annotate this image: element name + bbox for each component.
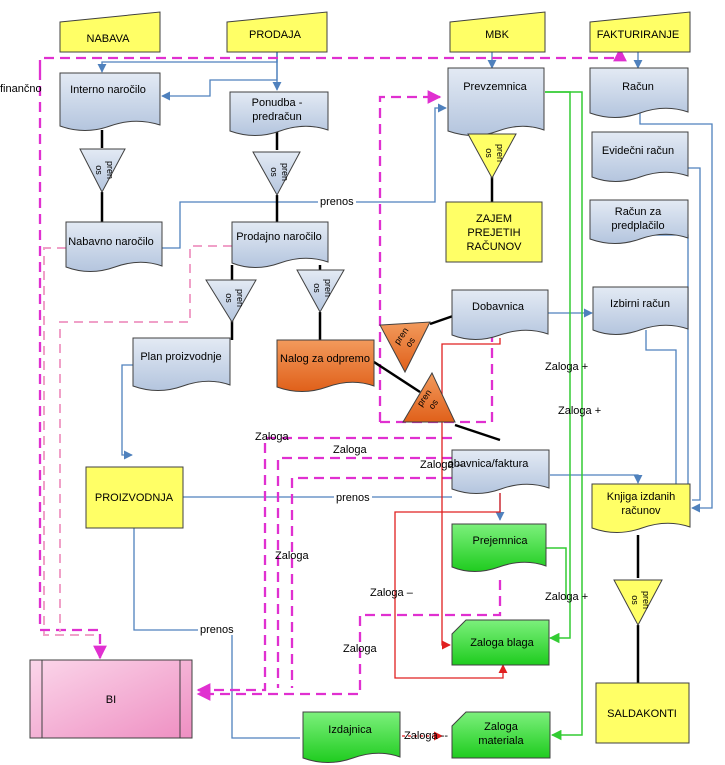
doc-interno-narocilo: Interno naročilo [59,72,161,131]
svg-text:Zaloga blaga: Zaloga blaga [470,637,534,649]
header-mbk: MBK [449,11,546,53]
header-fakturiranje: FAKTURIRANJE [589,11,691,53]
svg-text:FAKTURIRANJE: FAKTURIRANJE [597,29,680,41]
svg-text:Zaloga: Zaloga [484,721,519,733]
svg-text:os: os [224,293,234,303]
svg-text:Prevzemnica: Prevzemnica [463,81,527,93]
label-zaloga-minus-2: Zaloga – [370,587,414,599]
svg-text:pren: pren [641,591,651,609]
triangle-prenos-mbk: pren os [467,133,517,180]
label-zaloga-minus-1: Zaloga – [420,459,464,471]
doc-racun: Račun [589,67,689,118]
label-zaloga-plus-3: Zaloga + [545,591,588,603]
red-connectors [394,338,508,741]
doc-nalog-za-odpremo: Nalog za odpremo [276,339,375,392]
box-zajem-prejetih-racunov: ZAJEM PREJETIH RAČUNOV [445,201,543,263]
svg-text:Evidečni račun: Evidečni račun [602,145,674,157]
svg-text:Račun za: Račun za [615,206,662,218]
doc-plan-proizvodnje: Plan proizvodnje [132,337,231,391]
svg-text:PRODAJA: PRODAJA [249,29,302,41]
svg-text:Nabavno naročilo: Nabavno naročilo [68,236,154,248]
label-prenos-mid: prenos [336,492,370,504]
triangle-prenos-nalog: pren os [296,269,345,314]
storage-zaloga-materiala: Zaloga materiala [451,711,551,759]
label-prenos-top: prenos [320,196,354,208]
svg-text:os: os [312,283,322,293]
svg-text:Nalog za odpremo: Nalog za odpremo [280,353,370,365]
box-bi: BI [29,659,193,739]
storage-zaloga-blaga: Zaloga blaga [451,619,550,666]
svg-text:pren: pren [105,161,115,179]
label-zaloga-plus-1: Zaloga + [545,361,588,373]
triangle-prenos-faktura: pren os [402,371,456,423]
label-prenos-low: prenos [200,624,234,636]
box-saldakonti: SALDAKONTI [595,682,690,744]
doc-prejemnica: Prejemnica [451,523,547,572]
doc-izdajnica: Izdajnica [302,711,401,763]
svg-text:os: os [630,595,640,605]
doc-izbirni-racun: Izbirni račun [592,286,689,335]
doc-nabavno-narocilo: Nabavno naročilo [65,221,163,272]
label-financno: finančno [0,83,42,95]
svg-text:os: os [484,148,494,158]
svg-text:pren: pren [495,144,505,162]
triangle-prenos-plan: pren os [205,279,257,323]
blue-connectors [97,52,713,739]
doc-racun-za-predplacilo: Račun za predplačilo [589,199,689,244]
svg-text:NABAVA: NABAVA [87,33,131,45]
label-zaloga-b: Zaloga [333,444,368,456]
label-zaloga-c: Zaloga [275,550,310,562]
edge-labels: finančno prenos Zaloga + Zaloga + Zaloga… [0,83,601,742]
svg-text:BI: BI [106,694,116,706]
doc-prodajno-narocilo: Prodajno naročilo [231,221,329,268]
svg-text:os: os [269,167,279,177]
svg-text:Interno naročilo: Interno naročilo [70,84,146,96]
svg-text:SALDAKONTI: SALDAKONTI [607,708,677,720]
svg-text:pren: pren [235,289,245,307]
triangle-prenos-dobavnica: pren os [379,321,431,374]
header-prodaja: PRODAJA [226,11,328,53]
doc-dobavnica: Dobavnica [451,289,549,340]
svg-text:obavnica/faktura: obavnica/faktura [448,458,530,470]
svg-text:materiala: materiala [478,735,524,747]
svg-text:Knjiga izdanih: Knjiga izdanih [607,491,676,503]
triangle-prenos-nabava: pren os [79,148,126,194]
green-connectors [545,91,583,741]
svg-text:Izdajnica: Izdajnica [328,724,372,736]
svg-text:pren: pren [323,279,333,297]
svg-text:Dobavnica: Dobavnica [472,301,525,313]
svg-text:ZAJEM: ZAJEM [476,213,512,225]
svg-text:RAČUNOV: RAČUNOV [466,240,522,253]
header-nabava: NABAVA [59,11,161,53]
svg-text:PROIZVODNJA: PROIZVODNJA [95,492,174,504]
label-zaloga-plus-2: Zaloga + [558,405,601,417]
triangle-prenos-prodaja: pren os [252,151,301,197]
svg-text:Ponudba -: Ponudba - [252,97,303,109]
svg-text:predračun: predračun [252,111,302,123]
doc-evidencni-racun: Evidečni račun [591,131,689,182]
pink-dashed-connectors [43,245,232,636]
svg-text:MBK: MBK [485,29,510,41]
label-zaloga-a: Zaloga [255,431,290,443]
svg-text:Plan proizvodnje: Plan proizvodnje [140,351,221,363]
label-zaloga-d: Zaloga [343,643,378,655]
doc-ponudba-predracun: Ponudba - predračun [229,91,329,136]
doc-dobavnica-faktura: obavnica/faktura [448,449,550,494]
svg-text:os: os [94,165,104,175]
label-zaloga-minus-3: Zaloga -- [404,730,448,742]
svg-text:Prodajno naročilo: Prodajno naročilo [236,231,322,243]
svg-text:računov: računov [621,505,661,517]
svg-text:PREJETIH: PREJETIH [467,227,520,239]
triangle-prenos-saldakonti: pren os [613,579,663,627]
svg-text:pren: pren [280,163,290,181]
svg-text:Izbirni račun: Izbirni račun [610,298,670,310]
doc-prevzemnica: Prevzemnica [447,67,545,136]
svg-text:Prejemnica: Prejemnica [472,535,528,547]
doc-knjiga-izdanih-racunov: Knjiga izdanih računov [591,483,691,533]
svg-text:predplačilo: predplačilo [611,220,664,232]
box-proizvodnja: PROIZVODNJA [85,466,184,529]
svg-text:Račun: Račun [622,81,654,93]
